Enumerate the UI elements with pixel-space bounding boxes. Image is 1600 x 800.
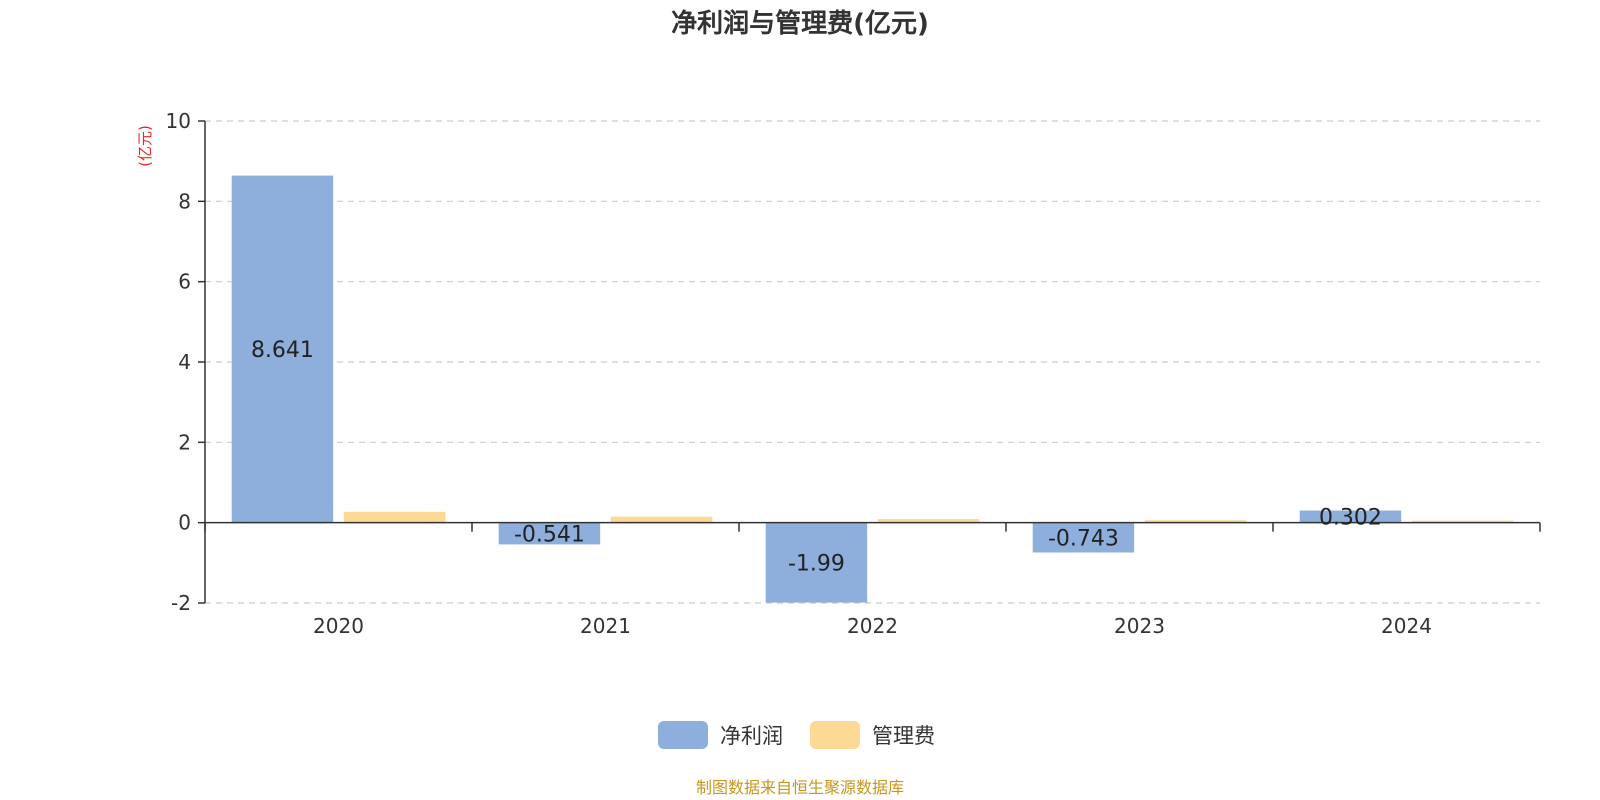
bar-net-profit [1299,510,1402,523]
legend-swatch [658,721,708,749]
bar-admin-fee [877,519,980,523]
source-note: 制图数据来自恒生聚源数据库 [696,778,904,797]
y-tick-label: 0 [178,511,191,535]
bar-admin-fee [610,516,713,523]
x-tick-label: 2021 [580,614,631,638]
bar-net-profit [498,522,601,545]
legend: 净利润 管理费 [658,721,935,749]
data-label: 8.641 [251,338,314,363]
data-label: -0.541 [514,523,585,548]
bar-admin-fee [343,511,446,523]
data-label: -1.99 [788,552,845,577]
y-tick-label: 6 [178,270,191,294]
bar-admin-fee [1411,520,1514,523]
x-tick-label: 2022 [847,614,898,638]
x-tick-label: 2024 [1381,614,1432,638]
bar-net-profit [765,522,868,603]
axes: -2 0 2 4 6 8 10 2020 2021 2022 2023 2024 [166,109,1541,638]
y-tick-label: 4 [178,350,191,374]
data-labels: 8.641 -0.541 -1.99 -0.743 0.302 [251,338,1382,577]
y-tick-label: -2 [171,591,191,615]
x-tick-label: 2020 [313,614,364,638]
legend-label: 净利润 [720,724,783,748]
bar-net-profit [231,175,334,523]
bar-net-profit [1032,522,1135,553]
bar-admin-fee [1144,520,1247,523]
y-axis-unit: (亿元) [136,125,154,167]
gridlines [205,120,1540,604]
y-tick-label: 8 [178,189,191,213]
data-label: 0.302 [1319,506,1382,531]
y-tick-label: 2 [178,430,191,454]
chart-title: 净利润与管理费(亿元) [671,8,929,39]
data-label: -0.743 [1048,527,1119,552]
legend-label: 管理费 [872,724,935,748]
bars [231,175,1514,603]
y-tick-label: 10 [166,109,191,133]
legend-swatch [810,721,860,749]
x-tick-label: 2023 [1114,614,1165,638]
